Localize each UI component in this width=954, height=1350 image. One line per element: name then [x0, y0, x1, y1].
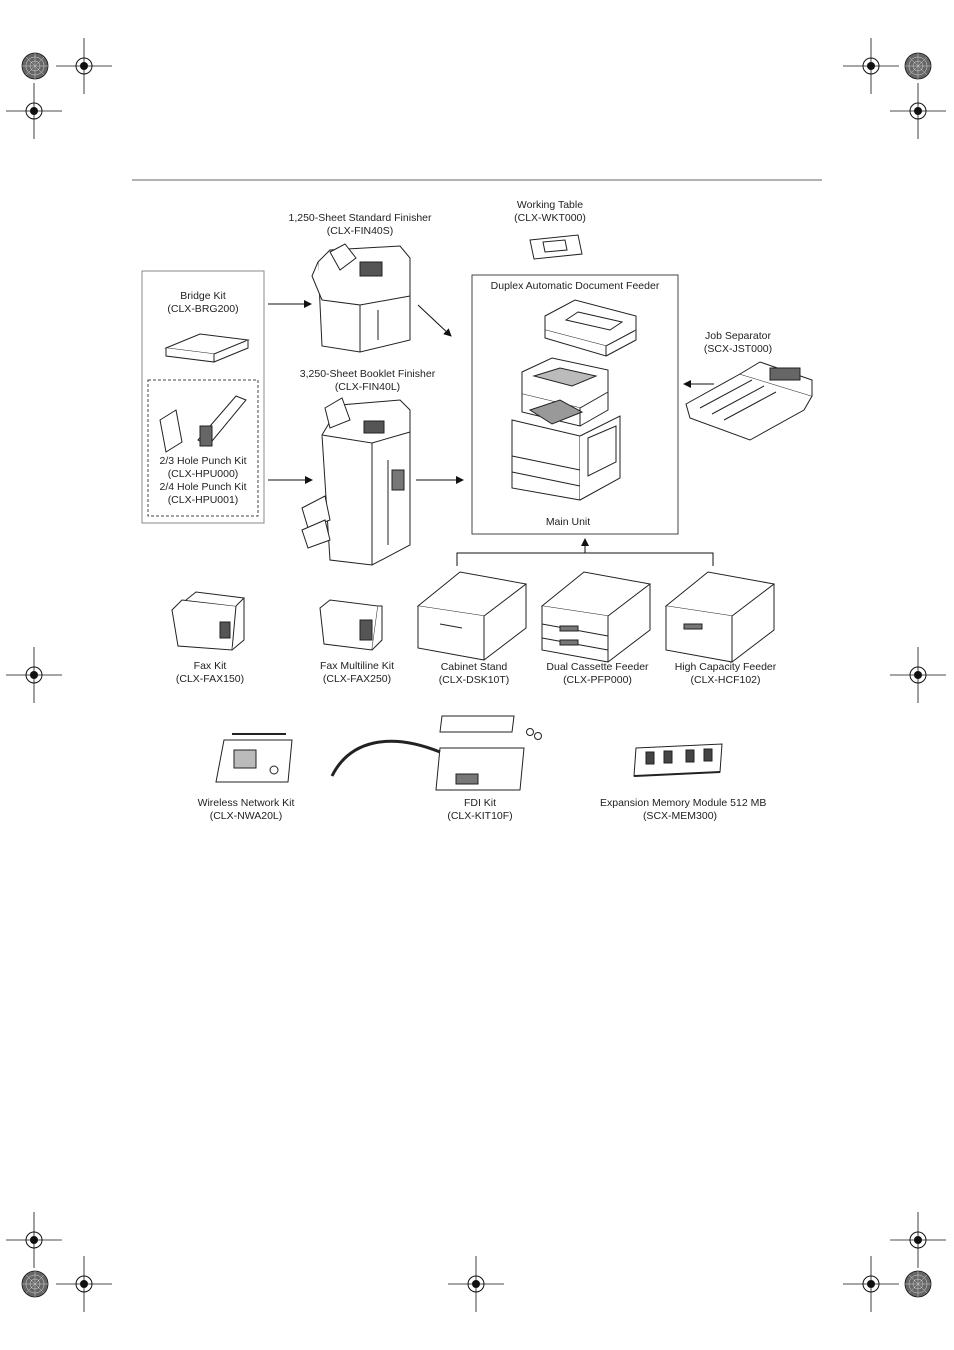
memory-module-label: Expansion Memory Module 512 MB (SCX-MEM3… — [600, 797, 767, 823]
hole-punch-line1: 2/3 Hole Punch Kit — [159, 455, 247, 467]
job-separator-name: Job Separator — [705, 330, 771, 342]
hole-punch-line2: (CLX-HPU000) — [167, 468, 239, 480]
main-unit-label: Main Unit — [545, 516, 591, 528]
cabinet-stand-label: Cabinet Stand (CLX-DSK10T) — [424, 661, 524, 687]
fax-kit-illustration — [171, 591, 246, 651]
standard-finisher-illustration — [311, 243, 411, 353]
fax-multiline-illustration — [319, 599, 383, 651]
high-capacity-name: High Capacity Feeder — [674, 661, 777, 673]
cabinet-stand-name: Cabinet Stand — [440, 661, 508, 673]
working-table-code: (CLX-WKT000) — [514, 212, 586, 224]
hole-punch-line3: 2/4 Hole Punch Kit — [159, 481, 247, 493]
memory-module-name: Expansion Memory Module 512 MB — [600, 797, 767, 809]
cabinet-stand-illustration — [416, 571, 528, 661]
hole-punch-group-box — [147, 379, 259, 517]
bridge-group-box — [141, 270, 265, 524]
main-unit-illustration — [511, 357, 621, 501]
fax-multiline-label: Fax Multiline Kit (CLX-FAX250) — [302, 660, 412, 686]
standard-finisher-label: 1,250-Sheet Standard Finisher (CLX-FIN40… — [270, 212, 450, 238]
dual-cassette-code: (CLX-PFP000) — [563, 674, 632, 686]
hole-punch-label: 2/3 Hole Punch Kit (CLX-HPU000) 2/4 Hole… — [148, 455, 258, 507]
dual-cassette-label: Dual Cassette Feeder (CLX-PFP000) — [540, 661, 655, 687]
wireless-kit-label: Wireless Network Kit (CLX-NWA20L) — [190, 797, 302, 823]
wireless-kit-code: (CLX-NWA20L) — [209, 810, 283, 822]
dadf-illustration — [544, 299, 637, 357]
bridge-kit-illustration — [164, 333, 250, 363]
high-capacity-code: (CLX-HCF102) — [690, 674, 761, 686]
booklet-finisher-label: 3,250-Sheet Booklet Finisher (CLX-FIN40L… — [285, 368, 450, 394]
main-unit-box — [471, 274, 679, 535]
job-separator-label: Job Separator (SCX-JST000) — [688, 330, 788, 356]
wireless-kit-illustration — [215, 733, 293, 783]
wireless-kit-name: Wireless Network Kit — [197, 797, 295, 809]
high-capacity-label: High Capacity Feeder (CLX-HCF102) — [668, 661, 783, 687]
high-capacity-illustration — [664, 571, 776, 663]
bridge-kit-name: Bridge Kit — [180, 290, 226, 302]
fax-kit-label: Fax Kit (CLX-FAX150) — [160, 660, 260, 686]
hole-punch-illustration — [159, 395, 247, 453]
cabinet-stand-code: (CLX-DSK10T) — [438, 674, 510, 686]
working-table-label: Working Table (CLX-WKT000) — [500, 199, 600, 225]
working-table-illustration — [529, 234, 583, 260]
fax-kit-code: (CLX-FAX150) — [175, 673, 245, 685]
memory-module-illustration — [633, 743, 723, 777]
hole-punch-line4: (CLX-HPU001) — [167, 494, 239, 506]
fdi-kit-illustration — [330, 715, 542, 791]
booklet-finisher-code: (CLX-FIN40L) — [334, 381, 401, 393]
dual-cassette-name: Dual Cassette Feeder — [546, 661, 649, 673]
bridge-kit-code: (CLX-BRG200) — [167, 303, 239, 315]
job-separator-illustration — [685, 361, 813, 441]
standard-finisher-name: 1,250-Sheet Standard Finisher — [288, 212, 432, 224]
connection-arrows — [268, 300, 714, 566]
fax-kit-name: Fax Kit — [193, 660, 227, 672]
dadf-label: Duplex Automatic Document Feeder — [490, 280, 660, 292]
booklet-finisher-name: 3,250-Sheet Booklet Finisher — [299, 368, 436, 380]
working-table-name: Working Table — [516, 199, 584, 211]
fdi-kit-code: (CLX-KIT10F) — [447, 810, 513, 822]
bridge-kit-label: Bridge Kit (CLX-BRG200) — [148, 290, 258, 316]
memory-module-code: (SCX-MEM300) — [642, 810, 718, 822]
job-separator-code: (SCX-JST000) — [703, 343, 773, 355]
standard-finisher-code: (CLX-FIN40S) — [326, 225, 394, 237]
dual-cassette-illustration — [540, 571, 652, 663]
fdi-kit-name: FDI Kit — [463, 797, 497, 809]
fax-multiline-name: Fax Multiline Kit — [319, 660, 395, 672]
booklet-finisher-illustration — [301, 397, 411, 566]
fax-multiline-code: (CLX-FAX250) — [322, 673, 392, 685]
fdi-kit-label: FDI Kit (CLX-KIT10F) — [430, 797, 530, 823]
